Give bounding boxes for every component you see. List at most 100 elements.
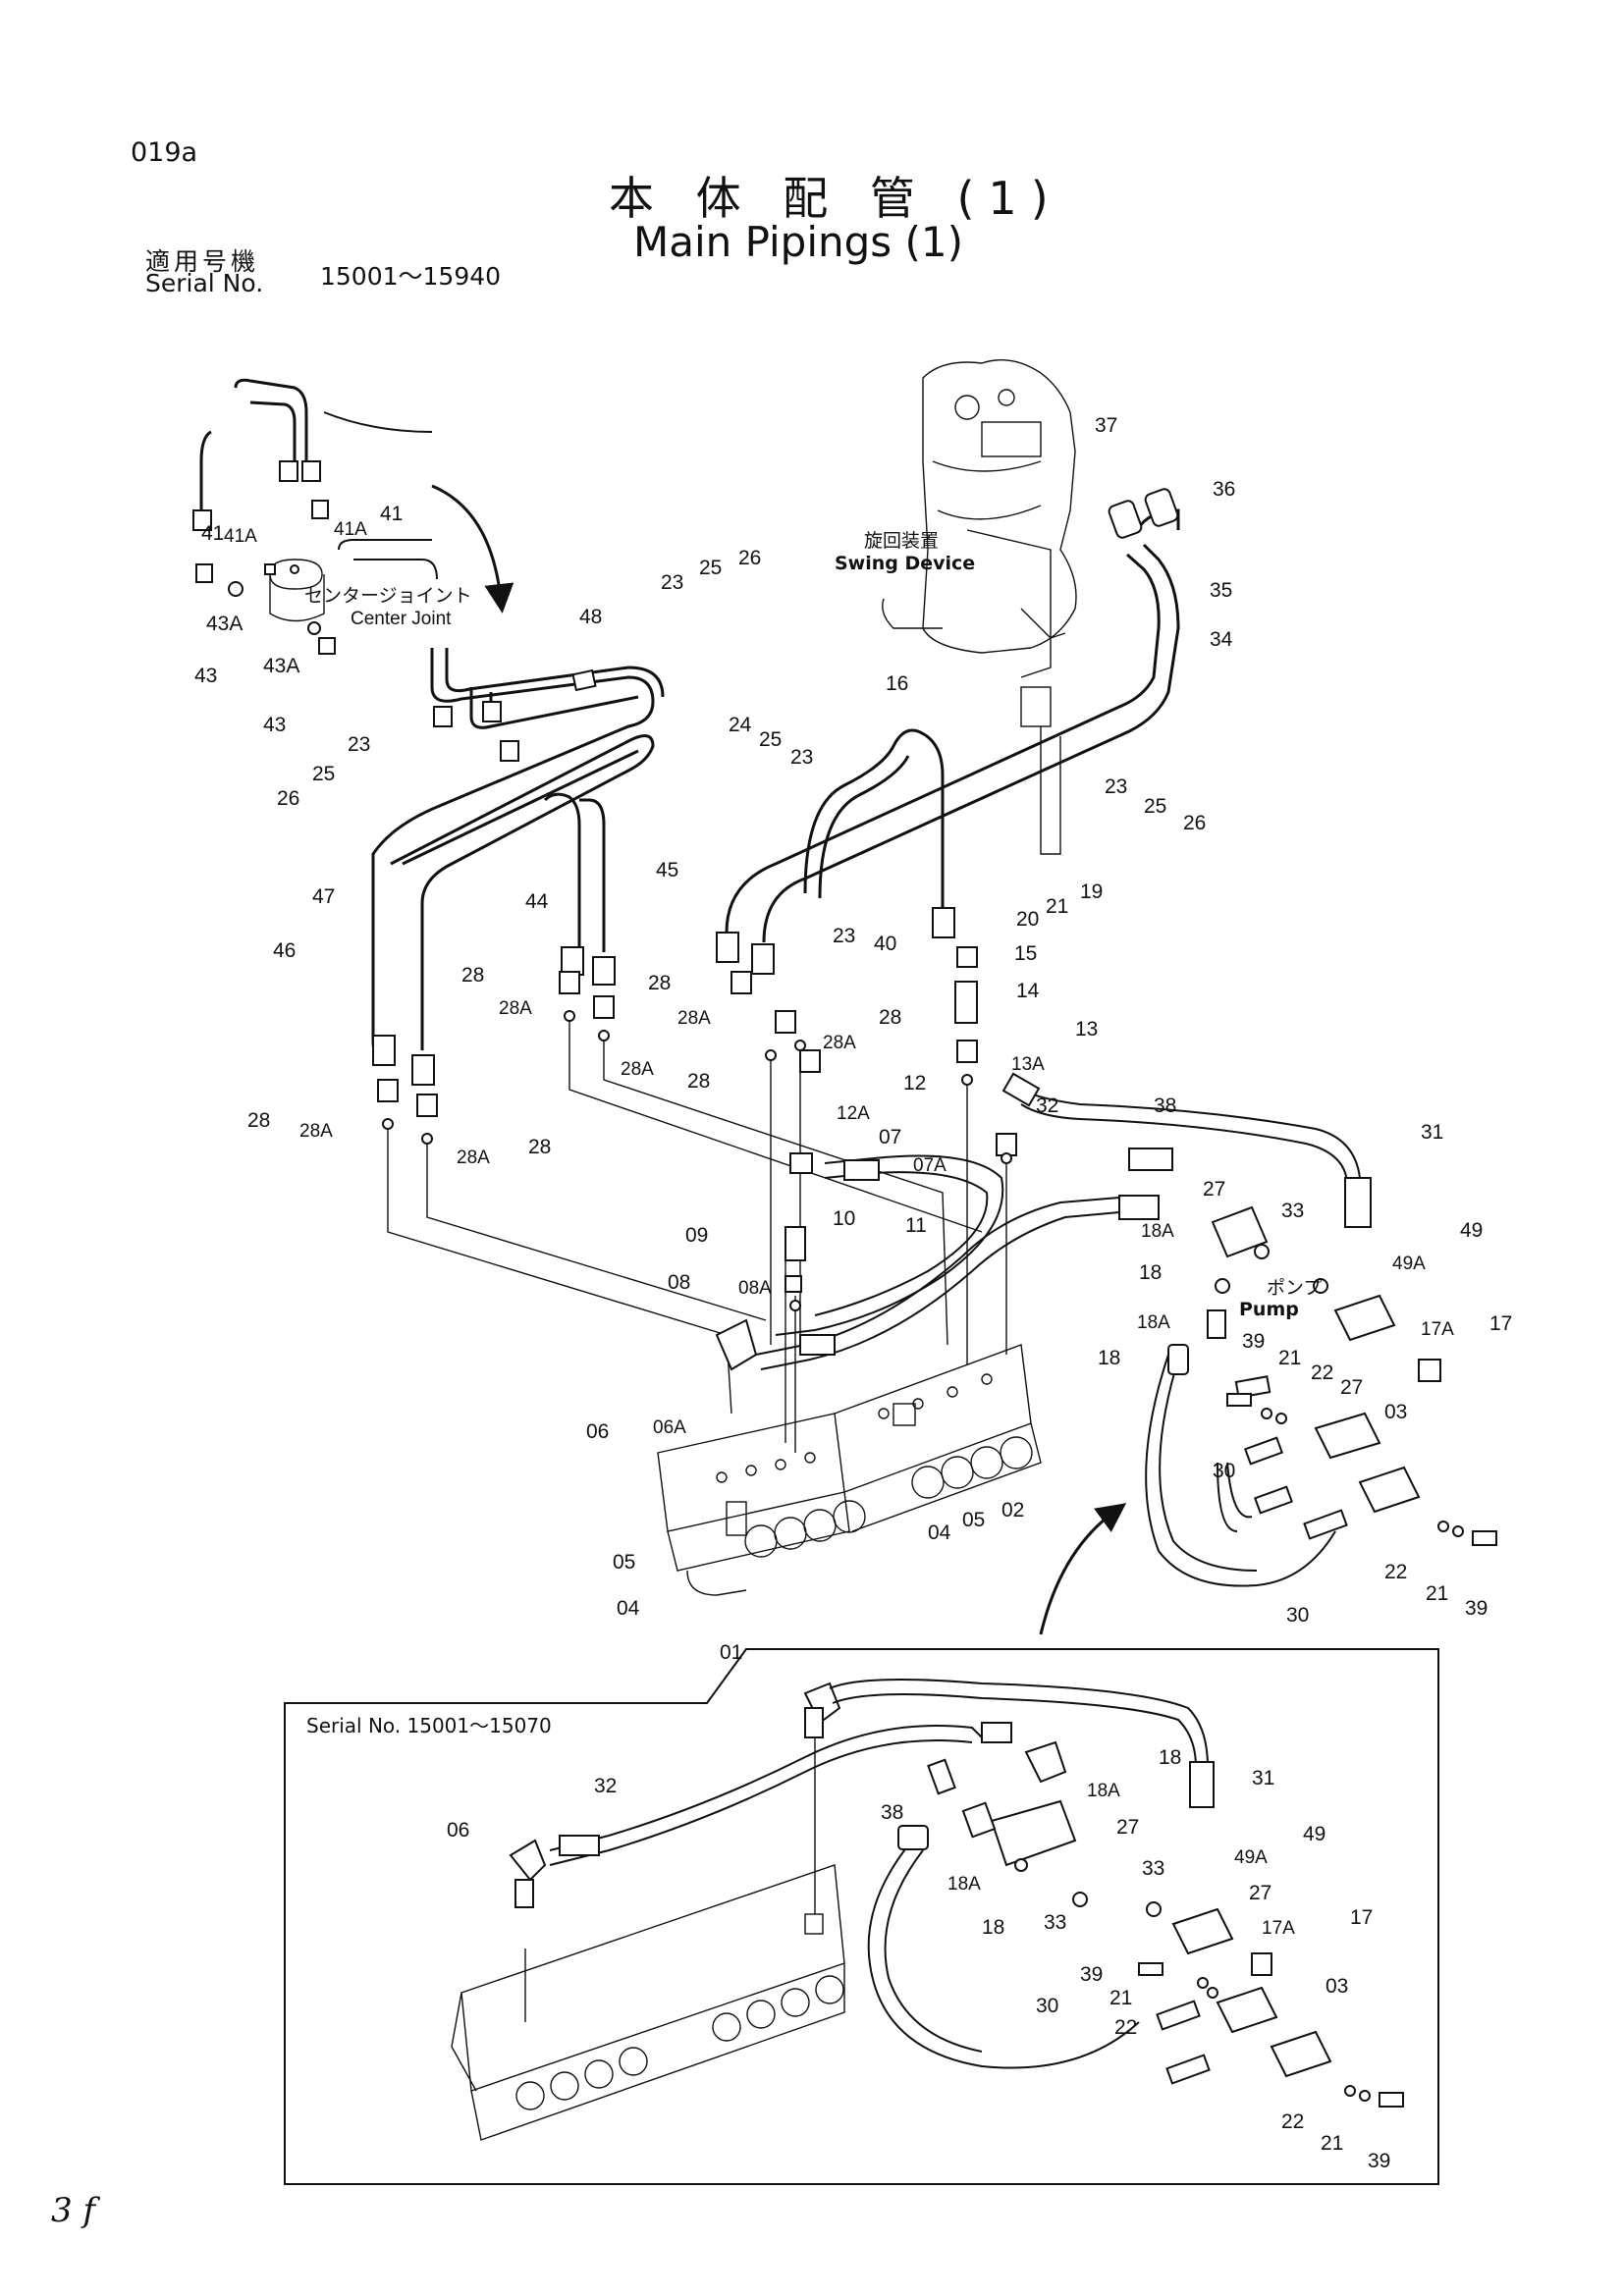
- swing-pipes: [716, 358, 1180, 975]
- label-43: 43: [194, 665, 217, 687]
- label-43a-2: 43A: [263, 655, 299, 677]
- label-21: 21: [1046, 895, 1068, 918]
- label-11: 11: [905, 1214, 927, 1237]
- label-41b: 41: [201, 522, 224, 545]
- label-23-d: 23: [833, 925, 855, 947]
- label-47: 47: [312, 885, 335, 908]
- label-25-b: 25: [312, 763, 335, 785]
- swing-device-jp: 旋回装置: [864, 530, 939, 552]
- label-09: 09: [685, 1224, 708, 1247]
- label-12: 12: [903, 1072, 926, 1095]
- label-02: 02: [1001, 1499, 1024, 1522]
- label-41a: 41A: [224, 526, 257, 547]
- label-28a-d: 28A: [621, 1059, 654, 1080]
- label-27-a: 27: [1203, 1178, 1225, 1201]
- pipe-bundle: [371, 648, 665, 1086]
- serial-range: 15001～15940: [320, 262, 502, 291]
- label-30-b: 30: [1286, 1604, 1309, 1627]
- handwritten-note: 3 f: [51, 2191, 96, 2230]
- label-23-c: 23: [790, 746, 813, 769]
- label-06: 06: [586, 1420, 609, 1443]
- label-28a-c: 28A: [823, 1033, 856, 1053]
- label-23-e: 23: [1105, 775, 1127, 798]
- label-24: 24: [729, 714, 752, 736]
- center-joint-en: Center Joint: [351, 609, 452, 629]
- label-37: 37: [1095, 414, 1117, 437]
- label-08: 08: [668, 1271, 690, 1294]
- label-39-b: 39: [1465, 1597, 1488, 1620]
- label-41a-2: 41A: [334, 519, 367, 540]
- center-joint-assembly: [192, 378, 438, 655]
- inset-label-18-b: 18: [982, 1916, 1004, 1939]
- inset-label-06: 06: [447, 1819, 469, 1842]
- inset-diagram: [451, 1679, 1404, 2141]
- inset-arrow: [1039, 1503, 1127, 1635]
- inset-label-32: 32: [594, 1775, 617, 1797]
- label-18-b: 18: [1098, 1347, 1120, 1369]
- label-07a: 07A: [913, 1155, 947, 1176]
- hoses: [755, 1072, 1372, 1370]
- label-04-b: 04: [617, 1597, 640, 1620]
- label-22-a: 22: [1311, 1362, 1333, 1384]
- label-28-f: 28: [528, 1136, 551, 1158]
- label-13a: 13A: [1011, 1054, 1045, 1075]
- inset-label-22-b: 22: [1281, 2110, 1304, 2133]
- label-22-b: 22: [1384, 1561, 1407, 1583]
- label-04-a: 04: [928, 1522, 951, 1544]
- label-05-b: 05: [613, 1551, 635, 1574]
- label-34: 34: [1210, 628, 1233, 651]
- inset-serial-label: Serial No. 15001～15070: [306, 1714, 552, 1737]
- label-28a-f: 28A: [457, 1148, 490, 1168]
- control-valve: [657, 1344, 1042, 1596]
- label-26-c: 26: [1183, 812, 1206, 834]
- label-43a: 43A: [206, 613, 243, 635]
- inset-label-49a: 49A: [1234, 1847, 1268, 1868]
- label-27-b: 27: [1340, 1376, 1363, 1399]
- label-28-e: 28: [247, 1109, 270, 1132]
- label-43-2: 43: [263, 714, 286, 736]
- label-28-b: 28: [648, 972, 671, 994]
- label-01: 01: [720, 1641, 742, 1664]
- inset-label-39-b: 39: [1368, 2150, 1390, 2172]
- label-18a-b: 18A: [1137, 1312, 1170, 1333]
- inset-label-31: 31: [1252, 1767, 1274, 1789]
- leader-lines: [387, 1021, 1007, 1453]
- inset-labels: 06 32 38 18 18A 27 31 49 49A 33 33 18A 1…: [447, 1746, 1390, 2172]
- label-49a: 49A: [1392, 1254, 1426, 1274]
- label-28a-a: 28A: [499, 998, 532, 1019]
- label-32: 32: [1036, 1095, 1058, 1117]
- label-25-d: 25: [1144, 795, 1166, 818]
- label-20: 20: [1016, 908, 1039, 931]
- inset-label-17: 17: [1350, 1906, 1373, 1929]
- label-25-c: 25: [759, 728, 782, 751]
- label-49: 49: [1460, 1219, 1483, 1242]
- label-12a: 12A: [837, 1103, 870, 1124]
- label-16: 16: [886, 672, 908, 695]
- inset-label-49: 49: [1303, 1823, 1325, 1845]
- title-japanese: 本 体 配 管 (1): [609, 172, 1062, 225]
- label-35: 35: [1210, 579, 1232, 602]
- pump-fittings: [1128, 1148, 1497, 1587]
- label-28a-e: 28A: [299, 1121, 333, 1142]
- label-15: 15: [1014, 942, 1037, 965]
- label-26-b: 26: [277, 787, 299, 810]
- inset-box: [284, 1648, 1439, 2185]
- label-18-a: 18: [1139, 1261, 1162, 1284]
- label-48: 48: [579, 606, 602, 628]
- label-03: 03: [1384, 1401, 1407, 1423]
- label-45: 45: [656, 859, 678, 881]
- label-39-a: 39: [1242, 1330, 1265, 1353]
- label-33: 33: [1281, 1200, 1304, 1222]
- label-08a: 08A: [738, 1278, 772, 1299]
- label-41: 41: [380, 503, 403, 525]
- label-25-a: 25: [699, 557, 722, 579]
- inset-label-30: 30: [1036, 1995, 1058, 2017]
- inset-label-18: 18: [1159, 1746, 1181, 1769]
- label-28-c: 28: [879, 1006, 901, 1029]
- label-10: 10: [833, 1207, 855, 1230]
- label-19: 19: [1080, 881, 1103, 903]
- title-english: Main Pipings (1): [633, 218, 964, 266]
- page-code: 019a: [131, 137, 198, 168]
- label-28-d: 28: [687, 1070, 710, 1093]
